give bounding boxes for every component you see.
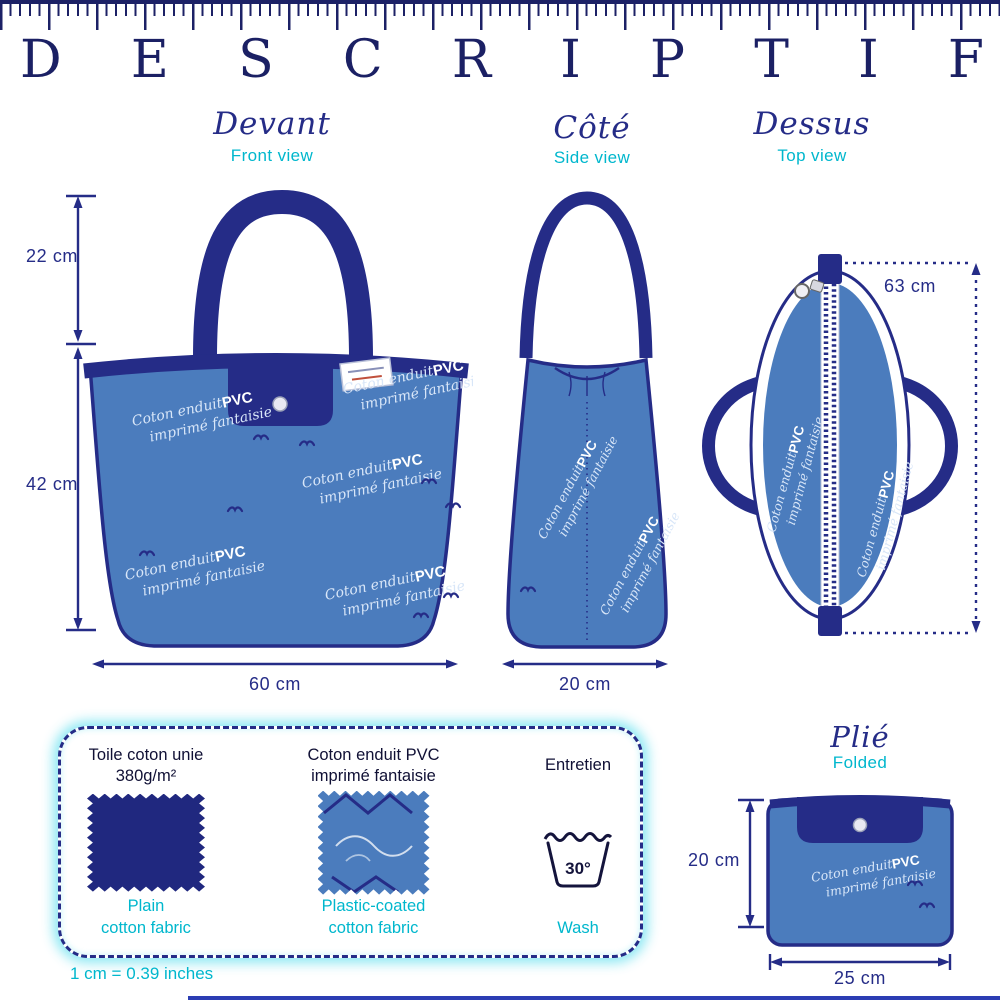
side-view-subtitle: Side view: [553, 148, 631, 167]
top-bag-length-label: 63 cm: [884, 276, 937, 296]
wash-icon: 30°: [543, 832, 613, 888]
front-bag-width-label: 60 cm: [248, 674, 302, 694]
material-plain-caption: Plain cotton fabric: [101, 896, 191, 939]
material-coated-title-line1: Coton enduit PVC: [307, 746, 440, 764]
material-coated-caption: Plastic-coated cotton fabric: [322, 896, 426, 939]
material-plain-title-line1: Toile coton unie: [88, 746, 204, 764]
print-text: PVC: [220, 389, 254, 412]
bird-motif: [252, 434, 270, 441]
bird-motif: [918, 902, 936, 909]
bird-motif: [519, 586, 537, 593]
side-bag-body: [506, 357, 668, 649]
title-letter: F: [947, 30, 984, 90]
wash-temperature: 30°: [565, 859, 591, 878]
care-column: Entretien 30° Wash: [542, 745, 614, 939]
material-coated-caption-line1: Plastic-coated: [321, 897, 426, 916]
brand-label-tag: [339, 357, 394, 392]
front-view-subtitle: Front view: [230, 146, 314, 165]
title-letter: R: [451, 30, 492, 90]
top-view-title: Dessus: [753, 106, 871, 142]
side-view-drawing: Coton enduit PVC imprimé fantaisie Coton…: [506, 191, 680, 649]
zipper-slider: [809, 279, 825, 293]
material-coated-title: Coton enduit PVC imprimé fantaisie: [307, 745, 439, 789]
material-plain-column: Toile coton unie 380g/m² Plain cotton fa…: [87, 745, 205, 939]
title-letter: C: [342, 30, 383, 90]
material-coated-caption-line2: cotton fabric: [328, 918, 419, 937]
front-flap: [228, 358, 333, 426]
care-caption: Wash: [557, 918, 599, 937]
title-letter: T: [754, 30, 789, 90]
title-letter: I: [560, 30, 581, 90]
top-right-handle: [891, 374, 958, 518]
bird-motif: [138, 550, 156, 557]
side-view-title: Côté: [553, 110, 631, 146]
print-text: PVC: [413, 563, 447, 586]
top-view-subtitle: Top view: [777, 146, 847, 165]
bird-motif: [444, 502, 462, 509]
bottom-border: [188, 996, 1000, 1000]
bird-motif: [906, 880, 924, 887]
folded-height-label: 20 cm: [688, 850, 741, 870]
coated-swatch-print: [322, 792, 413, 894]
title-letter: I: [858, 30, 879, 90]
zipper-bottom-stop: [818, 606, 842, 636]
title-letter: D: [20, 30, 62, 90]
zipper-pull: [794, 283, 810, 299]
print-text: PVC: [891, 852, 921, 872]
print-text: PVC: [431, 357, 465, 380]
front-handle-height-label: 22 cm: [26, 246, 79, 266]
top-view-drawing: Coton enduit PVC imprimé fantaisie Coton…: [702, 254, 958, 636]
title-letter: S: [238, 30, 274, 90]
side-gather-line: [568, 371, 572, 397]
material-plain-caption-line2: cotton fabric: [101, 918, 191, 937]
side-gather-line: [602, 371, 606, 397]
top-left-handle: [702, 374, 769, 518]
unit-conversion-note: 1 cm = 0.39 inches: [70, 964, 214, 983]
coated-fabric-swatch: [317, 790, 430, 895]
side-handle: [519, 191, 653, 359]
care-title: Entretien: [544, 756, 612, 774]
front-snap-button: [272, 396, 288, 412]
print-text: PVC: [786, 424, 808, 455]
side-bag-width-label: 20 cm: [558, 674, 612, 694]
front-bag-height-label: 42 cm: [26, 474, 79, 494]
print-text: PVC: [213, 543, 247, 566]
material-plain-caption-line1: Plain: [127, 897, 165, 916]
folded-view-title: Plié: [830, 720, 890, 754]
bird-motif: [298, 440, 316, 447]
material-coated-column: Coton enduit PVC imprimé fantaisie Plast…: [307, 745, 439, 939]
front-handle: [193, 189, 373, 359]
bird-motif: [420, 478, 438, 485]
front-view-title: Devant: [213, 106, 331, 142]
folded-snap-button: [852, 817, 868, 833]
print-text: PVC: [390, 451, 424, 474]
front-view-drawing: Coton enduit PVC imprimé fantaisie Coton…: [83, 189, 473, 648]
title-letter: E: [130, 30, 169, 90]
page-title: D E S C R I P T I F: [0, 34, 1000, 86]
folded-width-label: 25 cm: [833, 968, 887, 988]
bird-motif: [226, 506, 244, 513]
print-text: PVC: [876, 469, 898, 500]
title-letter: P: [650, 30, 686, 90]
ruler-graphic: [0, 0, 1000, 34]
bird-motif: [412, 612, 430, 619]
folded-view-drawing: Coton enduit PVC imprimé fantaisie: [766, 795, 954, 947]
plain-fabric-swatch: [87, 793, 205, 892]
material-plain-title-line2: 380g/m²: [115, 767, 177, 786]
material-plain-title: Toile coton unie 380g/m²: [89, 745, 204, 789]
bird-motif: [442, 592, 460, 599]
material-coated-title-line2: imprimé fantaisie: [311, 767, 436, 786]
materials-box: Toile coton unie 380g/m² Plain cotton fa…: [58, 726, 643, 958]
zipper-tape: [820, 267, 840, 623]
zipper-top-stop: [818, 254, 842, 284]
folded-view-subtitle: Folded: [832, 753, 888, 772]
